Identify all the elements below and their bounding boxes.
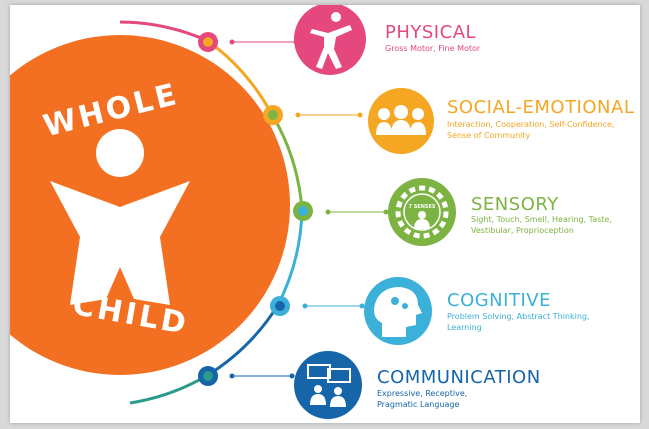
physical-title: PHYSICAL — [385, 22, 477, 43]
social-emotional-title: SOCIAL-EMOTIONAL — [447, 97, 635, 118]
seven-senses-icon: 7 SENSES — [388, 178, 456, 246]
communication-subtitle: Expressive, Receptive, Pragmatic Languag… — [377, 389, 468, 409]
group-people-icon — [368, 88, 434, 154]
infographic-card: 7 SENSES WHOLE CHILD PHYSICAL Gross Moto… — [10, 5, 640, 423]
connector-sensory — [325, 209, 389, 215]
person-stretch-icon — [294, 5, 366, 75]
arc-tail — [129, 373, 209, 405]
cognitive-title: COGNITIVE — [447, 290, 551, 311]
sensory-title: SENSORY — [471, 194, 559, 215]
communication-title: COMMUNICATION — [377, 367, 541, 388]
speech-bubbles-icon — [294, 351, 362, 419]
connector-communication — [229, 373, 295, 379]
seven-senses-badge: 7 SENSES — [408, 204, 435, 210]
child-figure-icon — [50, 129, 190, 305]
connector-social-emotional — [295, 112, 363, 118]
connector-cognitive — [302, 303, 365, 309]
head-gears-icon — [364, 277, 432, 345]
connector-physical — [229, 39, 299, 45]
cognitive-subtitle: Problem Solving, Abstract Thinking, Lear… — [447, 312, 590, 332]
infographic-art: 7 SENSES — [10, 5, 456, 419]
sensory-subtitle: Sight, Touch, Smell, Hearing, Taste, Ves… — [471, 215, 612, 235]
physical-subtitle: Gross Motor, Fine Motor — [385, 44, 481, 53]
social-emotional-subtitle: Interaction, Cooperation, Self-Confidenc… — [447, 120, 615, 140]
